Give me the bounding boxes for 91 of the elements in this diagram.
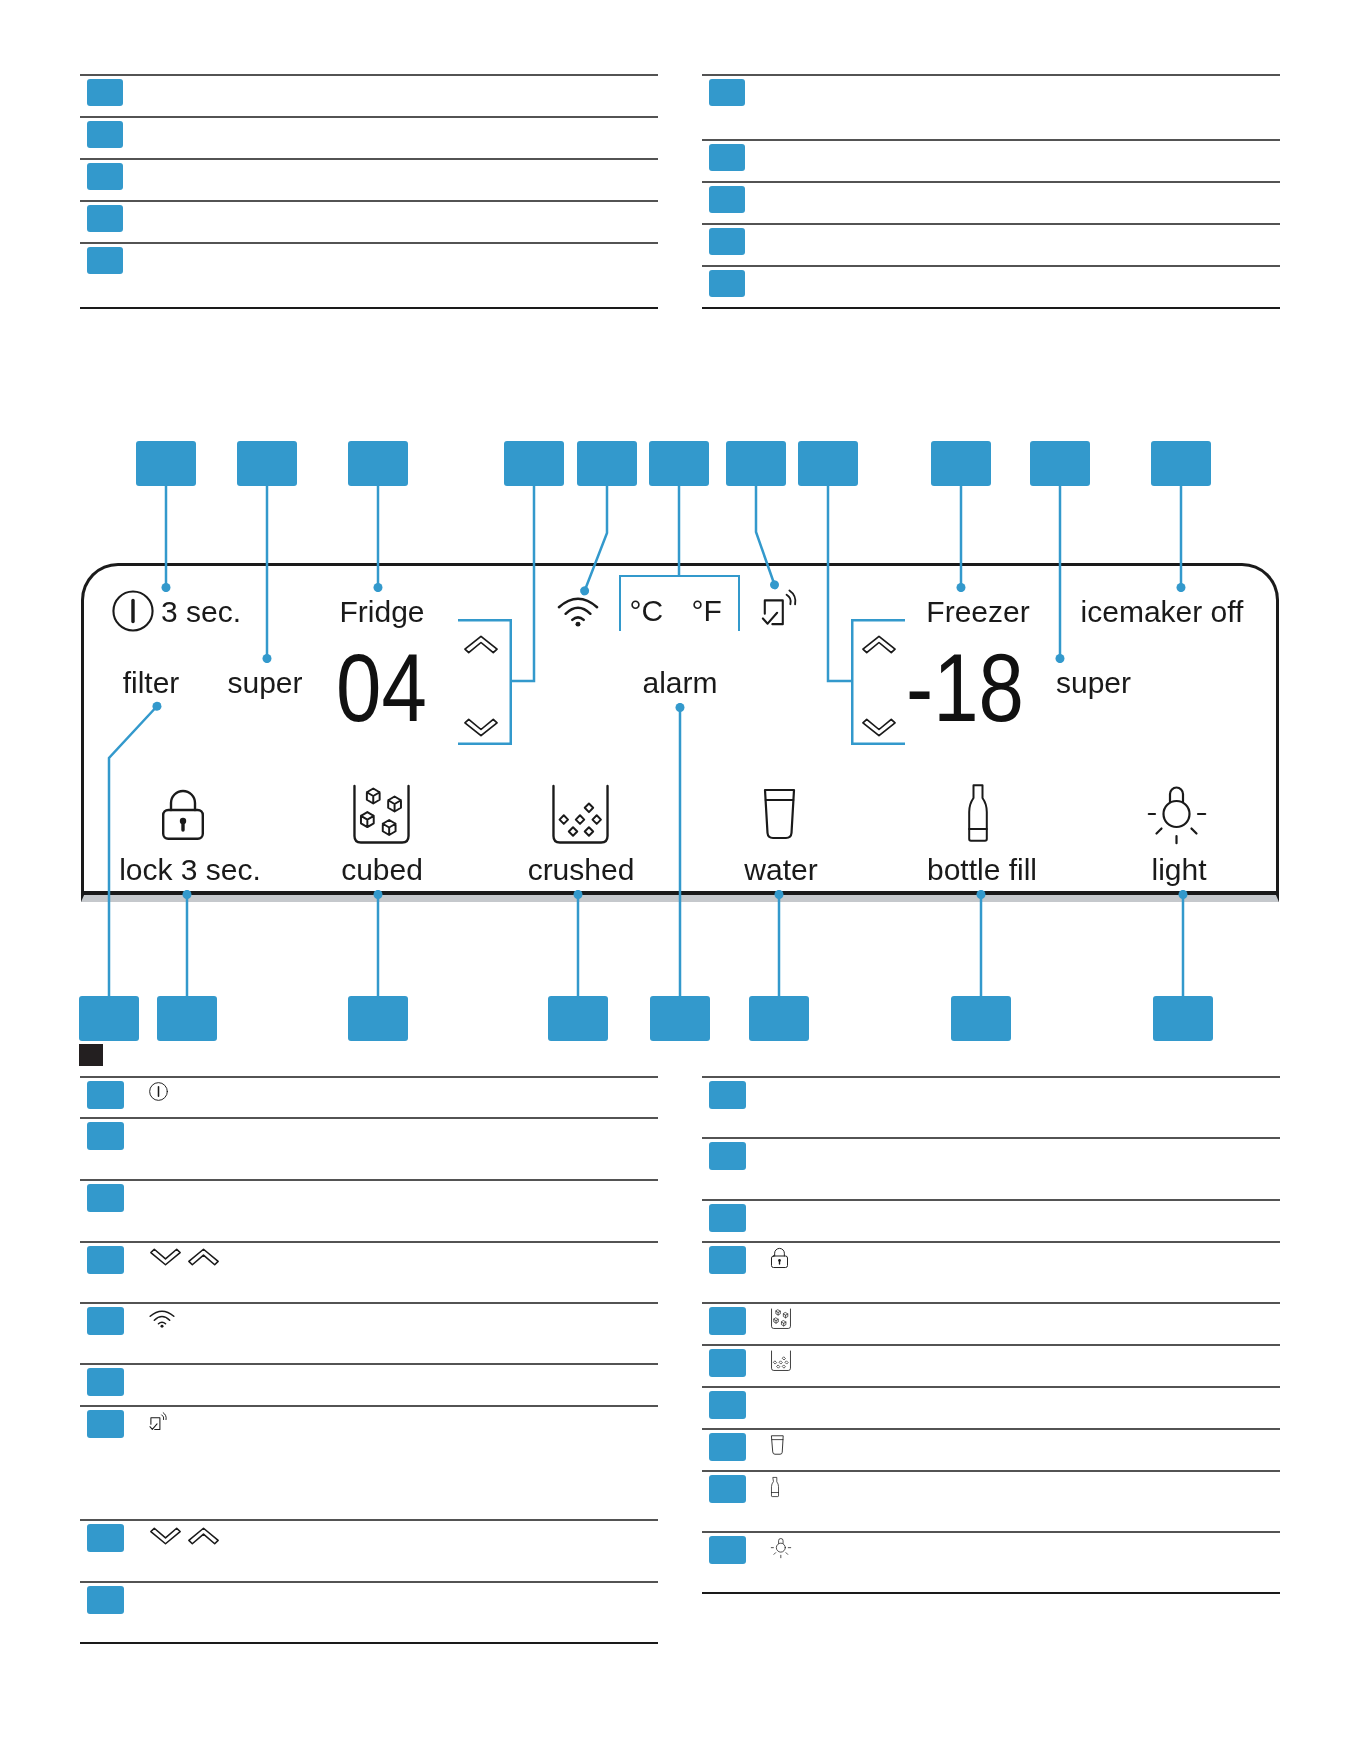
callout-box <box>951 996 1011 1041</box>
key-box <box>87 121 123 148</box>
key-box <box>87 1586 124 1614</box>
leader-line <box>107 701 162 996</box>
callout-box <box>1030 441 1090 486</box>
key-box <box>709 1081 746 1109</box>
key-box <box>87 205 123 232</box>
key-box <box>709 1307 746 1335</box>
leader-line <box>1178 890 1188 996</box>
callout-box <box>504 441 564 486</box>
leader-line <box>373 890 383 996</box>
panel-label: bottle fill <box>926 850 1038 890</box>
key-box <box>709 1433 746 1461</box>
leader-line <box>976 890 986 996</box>
leader-line <box>262 486 272 663</box>
key-box <box>709 270 745 297</box>
leader-line <box>826 486 851 683</box>
callout-box <box>1153 996 1213 1041</box>
unit-label: °F <box>691 594 722 628</box>
callout-box <box>348 441 408 486</box>
panel-label: water <box>744 850 818 890</box>
key-box <box>87 1081 124 1109</box>
temperature-readout: -18 <box>906 650 1024 726</box>
callout-box <box>79 996 139 1041</box>
key-box <box>709 1391 746 1419</box>
leader-line <box>754 486 779 590</box>
key-box <box>709 228 745 255</box>
callout-box <box>726 441 786 486</box>
key-box <box>87 1410 124 1438</box>
leader-line <box>1176 486 1186 592</box>
leader-line <box>182 890 192 996</box>
callout-box <box>749 996 809 1041</box>
callout-box <box>798 441 858 486</box>
key-box <box>709 1204 746 1232</box>
leader-line <box>956 486 966 592</box>
panel-label: light <box>1151 850 1207 890</box>
callout-box <box>157 996 217 1041</box>
leader-line <box>161 486 171 592</box>
panel-label: 3 sec. <box>161 592 242 632</box>
leader-line <box>774 890 784 996</box>
display-panel <box>81 563 1279 902</box>
key-box <box>87 79 123 106</box>
key-box <box>87 247 123 274</box>
key-box <box>709 1349 746 1377</box>
key-box <box>87 1368 124 1396</box>
wifi-icon <box>557 595 599 627</box>
key-box <box>709 186 745 213</box>
key-box <box>709 1475 746 1503</box>
leader-line <box>677 486 681 575</box>
panel-label: cubed <box>341 850 423 890</box>
key-box <box>87 1524 124 1552</box>
key-box <box>87 1184 124 1212</box>
phone-check-icon <box>761 589 797 627</box>
key-box <box>709 1142 746 1170</box>
key-box <box>87 1307 124 1335</box>
panel-label: Fridge <box>339 592 425 632</box>
callout-box <box>348 996 408 1041</box>
callout-box <box>649 441 709 486</box>
callout-box <box>931 441 991 486</box>
callout-box <box>237 441 297 486</box>
leader-line <box>675 703 685 996</box>
key-box <box>709 1246 746 1274</box>
temperature-readout: 04 <box>336 650 427 726</box>
panel-label: alarm <box>642 663 718 703</box>
panel-label: filter <box>122 663 180 703</box>
panel-label: Freezer <box>926 592 1030 632</box>
leader-line <box>573 890 583 996</box>
leader-line <box>580 486 609 596</box>
callout-box <box>1151 441 1211 486</box>
panel-label: icemaker off <box>1080 592 1244 632</box>
key-box <box>87 1122 124 1150</box>
key-box <box>87 1246 124 1274</box>
panel-label: super <box>227 663 303 703</box>
callout-box <box>650 996 710 1041</box>
key-box <box>709 1536 746 1564</box>
leader-line <box>512 486 536 683</box>
leader-line <box>1055 486 1065 663</box>
leader-line <box>373 486 383 592</box>
key-box <box>87 163 123 190</box>
key-box <box>709 144 745 171</box>
unit-bracket <box>619 575 740 631</box>
callout-box <box>136 441 196 486</box>
key-box <box>709 79 745 106</box>
panel-label: lock 3 sec. <box>119 850 261 890</box>
bracketed-chevrons-icon <box>458 619 512 745</box>
unit-label: °C <box>629 594 664 628</box>
callout-box <box>577 441 637 486</box>
panel-label: super <box>1056 663 1132 703</box>
bracketed-chevrons-icon <box>851 619 905 745</box>
callout-box <box>548 996 608 1041</box>
panel-label: crushed <box>527 850 635 890</box>
